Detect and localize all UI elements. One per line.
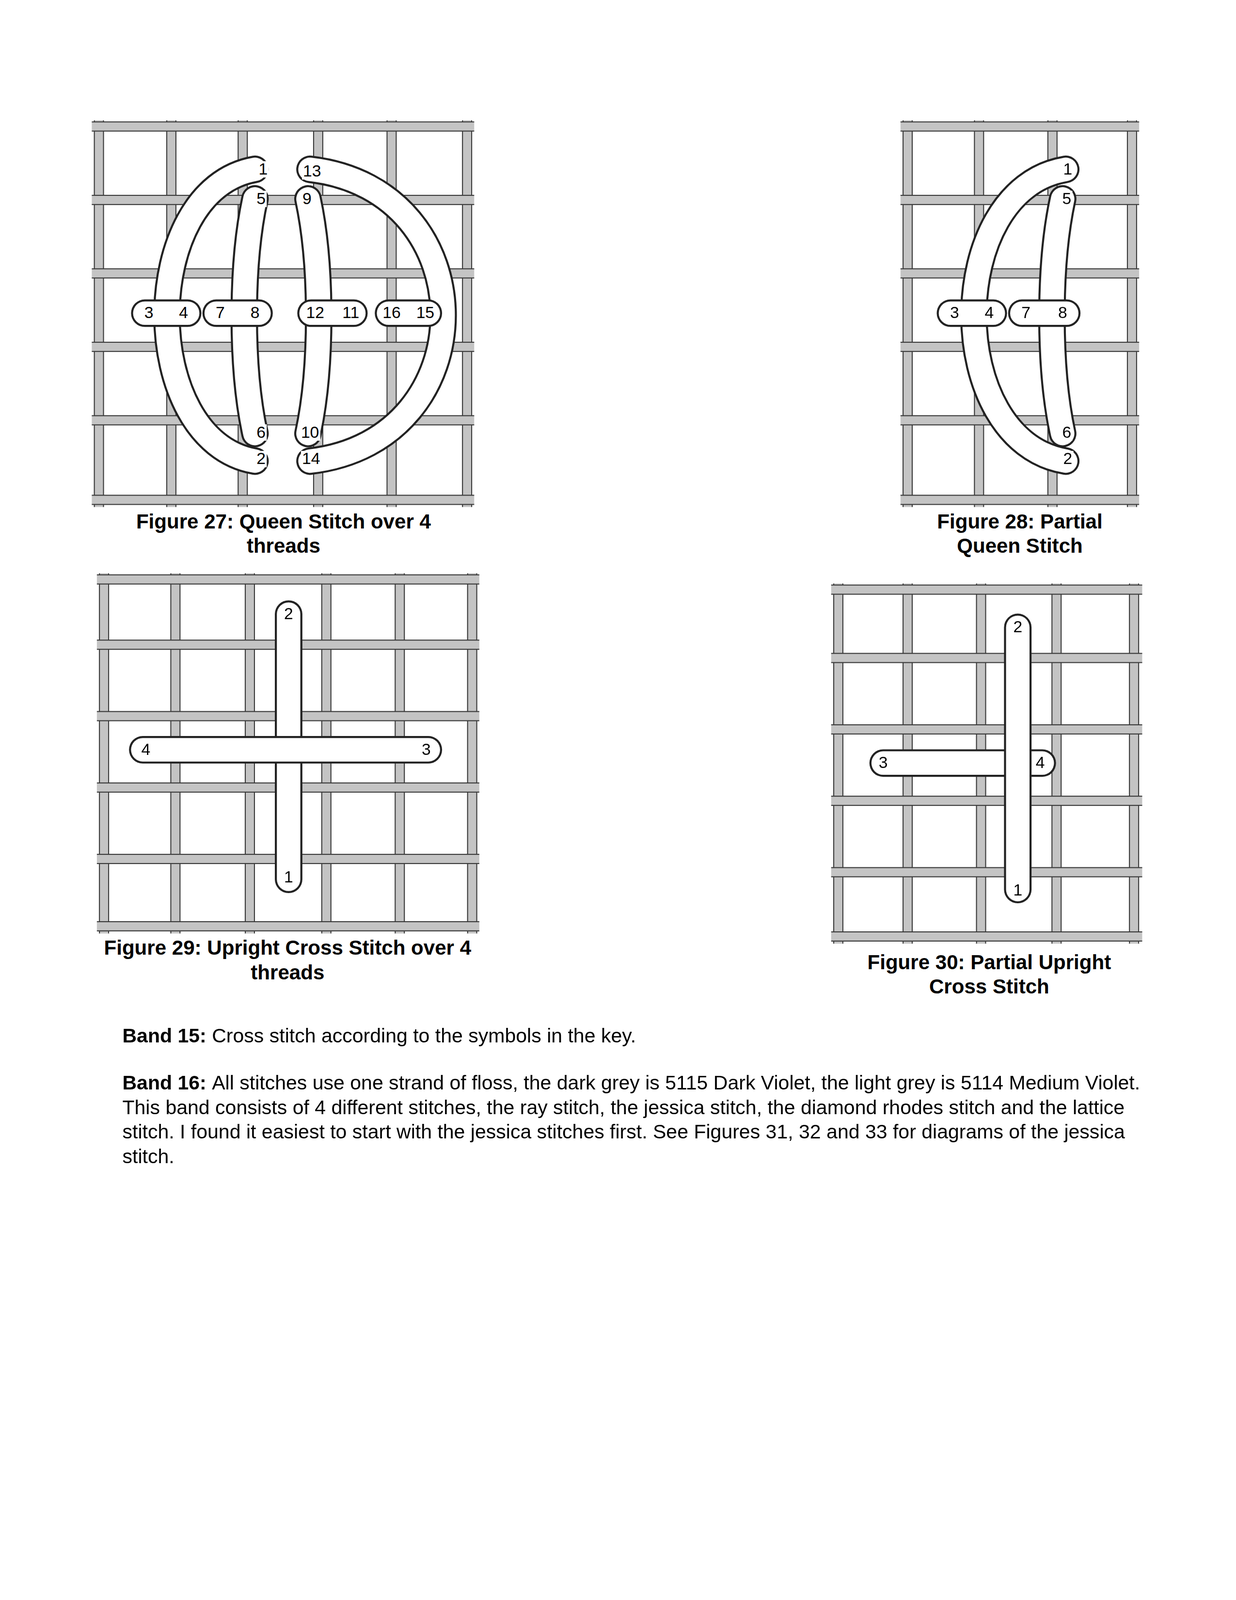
callout-number: 1: [257, 160, 269, 178]
canvas-ground: [96, 572, 480, 934]
callout-number: 12: [304, 304, 326, 322]
canvas-thread: [91, 494, 475, 505]
callout-number: 3: [877, 754, 889, 772]
callout-number: 13: [301, 163, 323, 180]
stitch-thread: [310, 169, 444, 461]
canvas-ground: [831, 583, 1143, 944]
callout-number: 5: [255, 190, 267, 207]
stitch-thread: [142, 737, 429, 761]
callout-number: 3: [143, 304, 155, 322]
canvas-thread: [900, 121, 1140, 131]
canvas-thread: [900, 494, 1140, 505]
canvas-thread: [831, 931, 1143, 941]
figure-caption: Figure 28: Partial Queen Stitch: [911, 508, 1128, 558]
callout-number: 7: [214, 304, 226, 322]
callout-number: 2: [283, 605, 295, 623]
canvas-thread: [831, 867, 1143, 877]
canvas-thread: [900, 342, 1140, 352]
band-heading: Band 15:: [122, 1023, 206, 1046]
canvas-grid: [96, 572, 480, 934]
canvas-thread: [96, 921, 480, 931]
callout-number: 3: [420, 741, 432, 759]
canvas-thread: [91, 121, 475, 131]
callout-number: 4: [1034, 754, 1046, 772]
figure-caption: Figure 30: Partial Upright Cross Stitch: [848, 949, 1131, 999]
callout-number: 5: [1061, 190, 1073, 207]
callout-number: 2: [1061, 450, 1074, 468]
callout-number: 9: [301, 190, 313, 207]
canvas-thread: [831, 724, 1143, 734]
band-heading: Band 16:: [122, 1070, 206, 1094]
callout-number: 1: [1012, 882, 1024, 899]
canvas-thread: [1127, 120, 1137, 507]
canvas-thread: [900, 268, 1140, 278]
canvas-thread: [91, 268, 475, 278]
canvas-thread: [831, 585, 1143, 595]
canvas-thread: [831, 795, 1143, 806]
callout-number: 10: [300, 424, 321, 441]
canvas-thread: [91, 342, 475, 352]
band-instructions: Cross stitch according to the symbols in…: [211, 1023, 636, 1046]
canvas-grid: [91, 120, 475, 507]
callout-number: 2: [1012, 618, 1024, 636]
figure-caption: Figure 27: Queen Stitch over 4 threads: [99, 508, 467, 558]
callout-number: 3: [949, 304, 961, 322]
callout-number: 11: [341, 304, 361, 322]
canvas-thread: [467, 572, 477, 934]
stitch-outline: [1003, 627, 1032, 890]
callout-number: 8: [1057, 304, 1069, 322]
callout-number: 15: [415, 304, 436, 322]
band-instructions: All stitches use one strand of floss, th…: [122, 1070, 1141, 1167]
callout-number: 4: [140, 741, 152, 759]
body-paragraph: Band 16:All stitches use one strand of f…: [122, 1069, 1148, 1168]
figure-caption: Figure 29: Upright Cross Stitch over 4 t…: [96, 934, 479, 984]
canvas-thread: [1129, 583, 1139, 944]
canvas-thread: [99, 572, 109, 934]
body-paragraph: Band 15:Cross stitch according to the sy…: [122, 1022, 1148, 1047]
callout-number: 6: [1061, 424, 1073, 441]
canvas-grid: [900, 120, 1140, 507]
callout-number: 16: [381, 304, 402, 322]
canvas-thread: [96, 574, 480, 585]
canvas-thread: [462, 120, 472, 507]
callout-number: 4: [983, 304, 995, 322]
canvas-ground: [900, 120, 1140, 507]
callout-number: 1: [1061, 160, 1074, 178]
callout-number: 4: [177, 304, 190, 322]
canvas-thread: [91, 195, 475, 205]
canvas-ground: [91, 120, 475, 507]
callout-number: 1: [283, 869, 295, 886]
canvas-thread: [903, 120, 913, 507]
canvas-thread: [94, 120, 104, 507]
callout-number: 8: [249, 304, 261, 322]
callout-number: 7: [1020, 304, 1032, 322]
stitch-outline: [142, 735, 429, 764]
stitch-thread: [1006, 627, 1030, 890]
callout-number: 2: [255, 450, 267, 468]
callout-number: 6: [255, 424, 267, 441]
canvas-thread: [831, 653, 1143, 663]
stitch-outline: [310, 169, 444, 461]
canvas-thread: [833, 583, 843, 944]
callout-number: 14: [301, 450, 322, 468]
canvas-grid: [831, 583, 1143, 944]
